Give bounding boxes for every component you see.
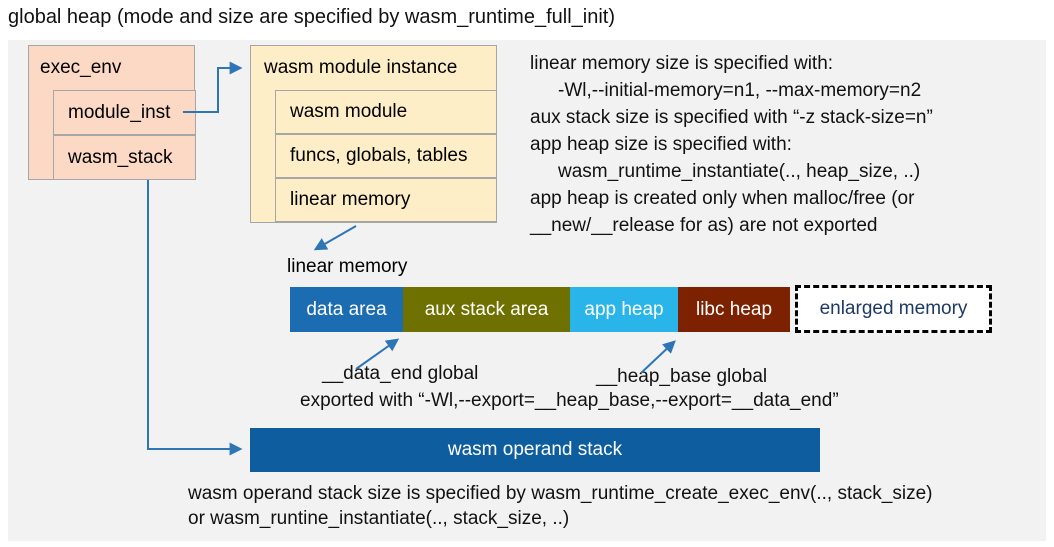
footer-notes: wasm operand stack size is specified by … [188,481,933,531]
exec-env-row-module-inst: module_inst [53,90,196,135]
note-line: -Wl,--initial-memory=n1, --max-memory=n2 [558,80,922,101]
footer-line: wasm operand stack size is specified by … [188,483,933,504]
segment-aux-stack-area: aux stack area [403,287,570,332]
notes-block: linear memory size is specified with: -W… [530,50,933,239]
segment-app-heap: app heap [570,287,678,332]
exec-env-title: exec_env [40,57,122,78]
footer-line: or wasm_runtine_instantiate(.., stack_si… [188,508,570,529]
note-line: wasm_runtime_instantiate(.., heap_size, … [558,161,921,182]
segment-enlarged-memory: enlarged memory [795,285,992,333]
heap-base-global-label: __heap_base global [596,366,768,387]
linear-memory-label: linear memory [287,256,408,277]
wasm-operand-stack-bar: wasm operand stack [250,428,820,472]
segment-libc-heap: libc heap [678,287,790,332]
note-line: aux stack size is specified with “-z sta… [530,107,933,128]
module-instance-row-linear-memory: linear memory [275,178,497,222]
note-line: linear memory size is specified with: [530,53,834,74]
data-end-global-label: __data_end global [322,363,479,384]
note-line: app heap is created only when malloc/fre… [530,188,915,209]
page-title: global heap (mode and size are specified… [8,6,615,28]
module-instance-title: wasm module instance [264,57,458,78]
module-instance-row-funcs-globals-tables: funcs, globals, tables [275,134,497,178]
module-instance-row-wasm-module: wasm module [275,90,497,134]
note-line: __new/__release for as) are not exported [530,215,878,236]
note-line: app heap size is specified with: [530,134,792,155]
segment-data-area: data area [290,287,403,332]
export-flags-label: exported with “-Wl,--export=__heap_base,… [300,390,839,411]
exec-env-row-wasm-stack: wasm_stack [53,135,196,180]
